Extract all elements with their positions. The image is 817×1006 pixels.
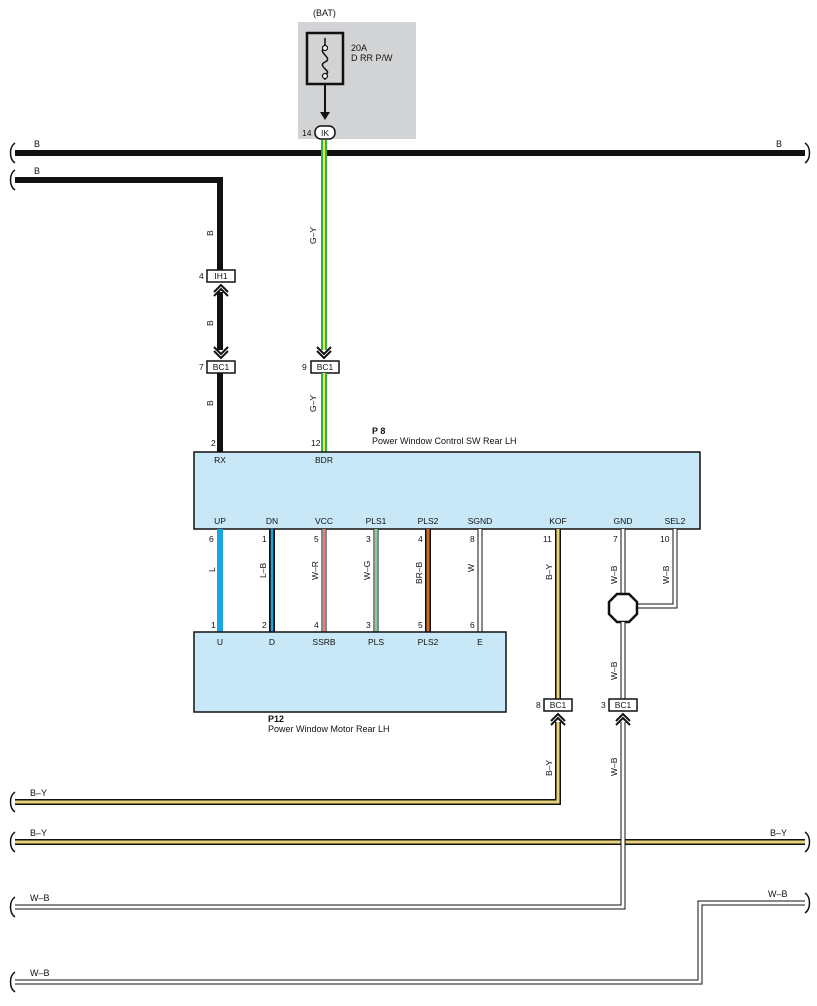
wire-label-wb1: W–B bbox=[609, 565, 619, 584]
wire-label-gy1: G–Y bbox=[308, 227, 318, 244]
wire-label-b1: B bbox=[205, 230, 215, 236]
p8-pin-label: BDR bbox=[315, 455, 333, 465]
p8-pin-num: 1 bbox=[262, 534, 267, 544]
component-p8-code: P 8 bbox=[372, 426, 385, 436]
p8-pin-label: SEL2 bbox=[665, 516, 686, 526]
fuse-name-label: D RR P/W bbox=[351, 53, 393, 63]
p8-pin-num: 6 bbox=[209, 534, 214, 544]
connector-bc1-pin8-num: 8 bbox=[536, 700, 541, 710]
connector-ih1-label: IH1 bbox=[214, 271, 228, 281]
p12-pin-label: U bbox=[217, 637, 223, 647]
p12-pin-num: 1 bbox=[211, 620, 216, 630]
connector-bc1-pin3 bbox=[608, 698, 638, 712]
p8-pin-num: 4 bbox=[418, 534, 423, 544]
p12-pin-label: PLS2 bbox=[418, 637, 439, 647]
fuse-symbol-icon bbox=[321, 38, 329, 80]
p8-bottom-pins: UP DN VCC PLS1 PLS2 SGND KOF GND SEL2 6 … bbox=[209, 516, 686, 544]
p8-pin-label: KOF bbox=[549, 516, 566, 526]
connector-bc1-pin7-label: BC1 bbox=[213, 362, 230, 372]
wire-label-wr: W–R bbox=[310, 561, 320, 580]
connector-ik-label: IK bbox=[321, 128, 329, 138]
wire-label-gy2: G–Y bbox=[308, 395, 318, 412]
p8-pin-label: SGND bbox=[468, 516, 493, 526]
p8-pin-num: 10 bbox=[660, 534, 670, 544]
p8-pin-num: 8 bbox=[470, 534, 475, 544]
wire-label-l: L bbox=[207, 567, 217, 572]
bus-wb-right bbox=[15, 900, 805, 985]
bus-b-second-label: B bbox=[34, 166, 40, 176]
wire-label-b3: B bbox=[205, 400, 215, 406]
arrow-down-icon bbox=[320, 112, 330, 120]
p8-pin-num: 2 bbox=[211, 438, 216, 448]
p12-pin-label: D bbox=[269, 637, 275, 647]
component-p8 bbox=[193, 451, 701, 530]
bus-wb-upper-left-label: W–B bbox=[30, 893, 50, 903]
connector-ih1-pin: 4 bbox=[199, 271, 204, 281]
bus-wb-lower-left-label: W–B bbox=[30, 968, 50, 978]
connector-ih1 bbox=[206, 269, 236, 283]
p12-pin-label: E bbox=[477, 637, 483, 647]
bus-b-top-right-label: B bbox=[776, 139, 782, 149]
wire-wb-lower bbox=[15, 722, 626, 910]
p8-pin-num: 5 bbox=[314, 534, 319, 544]
wire-label-w: W bbox=[466, 564, 476, 572]
p8-pin-label: RX bbox=[214, 455, 226, 465]
bus-by-main-left-label: B–Y bbox=[30, 828, 47, 838]
wire-b-upper bbox=[15, 177, 223, 270]
wire-label-by2: B–Y bbox=[544, 760, 554, 776]
fuse-block: (BAT) 20A D RR P/W bbox=[298, 8, 416, 139]
p8-pin-label: PLS2 bbox=[418, 516, 439, 526]
bus-wb-upper-right-label: W–B bbox=[768, 889, 788, 899]
p12-pin-label: PLS bbox=[368, 637, 384, 647]
connector-ik-pin: 14 bbox=[302, 128, 312, 138]
connector-bc1-pin8 bbox=[543, 698, 573, 712]
wire-label-wg: W–G bbox=[362, 561, 372, 580]
wire-label-lb: L–B bbox=[258, 563, 268, 578]
fuse-source-label: (BAT) bbox=[313, 8, 336, 18]
connector-bc1-pin9-num: 9 bbox=[302, 362, 307, 372]
bus-by-lower-left-label: B–Y bbox=[30, 788, 47, 798]
component-p12-code: P12 bbox=[268, 714, 284, 724]
fuse-block-background bbox=[298, 22, 416, 139]
connector-ik bbox=[314, 125, 336, 140]
p12-pin-num: 5 bbox=[418, 620, 423, 630]
wire-label-brb: BR–B bbox=[414, 561, 424, 584]
wire-label-wb2: W–B bbox=[661, 565, 671, 584]
p8-pin-num: 12 bbox=[311, 438, 321, 448]
p8-pin-label: VCC bbox=[315, 516, 333, 526]
bus-by-main-right-label: B–Y bbox=[770, 828, 787, 838]
p12-pin-num: 3 bbox=[366, 620, 371, 630]
connector-bc1-pin3-label: BC1 bbox=[615, 700, 632, 710]
p12-pin-num: 6 bbox=[470, 620, 475, 630]
p8-pin-num: 3 bbox=[366, 534, 371, 544]
p12-pin-label: SSRB bbox=[312, 637, 335, 647]
connector-bc1-pin3-num: 3 bbox=[601, 700, 606, 710]
component-p12 bbox=[193, 631, 507, 713]
connector-bc1-pin7-num: 7 bbox=[199, 362, 204, 372]
component-p8-name: Power Window Control SW Rear LH bbox=[372, 436, 517, 446]
component-p12-name: Power Window Motor Rear LH bbox=[268, 724, 390, 734]
p8-pin-label: GND bbox=[614, 516, 633, 526]
p12-pin-num: 4 bbox=[314, 620, 319, 630]
p8-top-pins: 2 RX 12 BDR bbox=[211, 438, 333, 465]
bus-b-top-left-label: B bbox=[34, 139, 40, 149]
wire-label-by1: B–Y bbox=[544, 564, 554, 580]
p8-pin-label: PLS1 bbox=[366, 516, 387, 526]
p12-pin-num: 2 bbox=[262, 620, 267, 630]
p8-pin-label: UP bbox=[214, 516, 226, 526]
wire-label-wb4: W–B bbox=[609, 757, 619, 776]
p8-pin-num: 7 bbox=[613, 534, 618, 544]
p8-pin-num: 11 bbox=[543, 534, 552, 544]
wire-label-wb3: W–B bbox=[609, 661, 619, 680]
connector-bc1-pin9-label: BC1 bbox=[317, 362, 334, 372]
p12-pins: 1 2 4 3 5 6 U D SSRB PLS PLS2 E bbox=[211, 620, 483, 647]
wire-label-b2: B bbox=[205, 320, 215, 326]
fuse-rating-label: 20A bbox=[351, 43, 367, 53]
wire-by-lower bbox=[15, 722, 561, 805]
p8-pin-label: DN bbox=[266, 516, 278, 526]
connector-bc1-pin8-label: BC1 bbox=[550, 700, 567, 710]
splice-point-icon bbox=[607, 592, 639, 624]
